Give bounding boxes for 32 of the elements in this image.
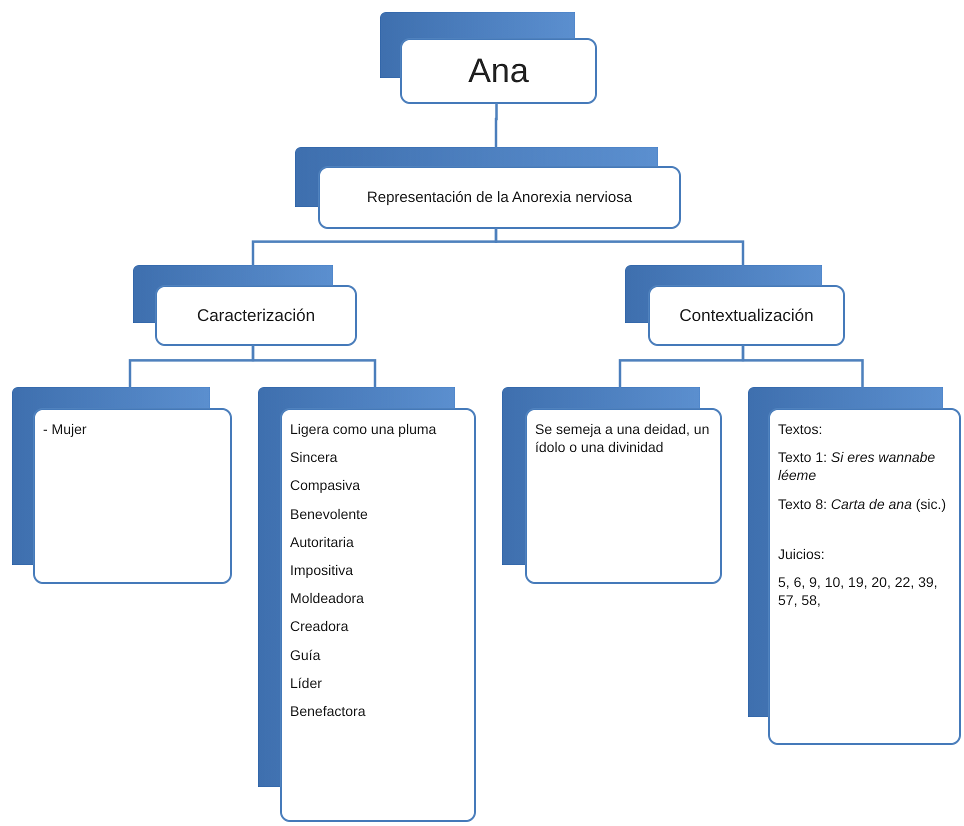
list-item: Texto 1: Si eres wannabe léeme [778,448,936,485]
list-item: Moldeadora [290,589,365,608]
list-item: Benefactora [290,702,366,720]
list-item: Texto 8: Carta de ana (sic.) [778,494,948,513]
node-title: Contextualización [679,306,814,326]
list-item: Juicios: [778,544,826,563]
list-item: - Mujer [43,420,88,438]
node-title: Representación de la Anorexia nerviosa [366,189,632,206]
connector-line [742,346,864,387]
list-item: Se semeja a una deidad, un ídolo o una divinidad [535,420,710,456]
tabbed-card [295,147,681,229]
node-title: Caracterización [196,306,316,326]
list-item: Benevolente [290,504,369,523]
tabbed-card [380,12,597,104]
list-item: Ligera como una pluma [290,420,438,438]
tabbed-card [12,387,232,584]
connector-line [252,346,376,387]
tabbed-card [133,265,357,346]
list-item: Impositiva [290,560,354,580]
list-item: Compasiva [290,476,362,495]
tabbed-card [502,387,722,584]
connector-line [494,104,498,147]
list-item: Creadora [290,617,350,636]
list-item: Guía [290,646,322,664]
list-item: Autoritaria [290,532,355,551]
tabbed-card [625,265,845,346]
connector-line [494,229,744,265]
list-item: 5, 6, 9, 10, 19, 20, 22, 39, 57, 58, [778,572,939,610]
list-item: Textos: [778,420,824,438]
list-item: Líder [290,674,323,692]
list-item: Sincera [290,448,338,466]
node-title: Ana [468,52,529,90]
